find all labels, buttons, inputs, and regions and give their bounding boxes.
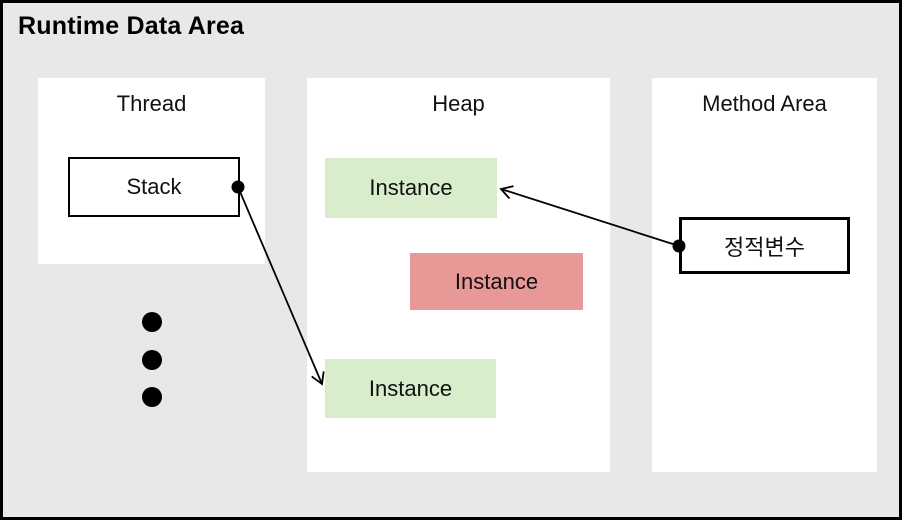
ellipsis-dot: [142, 312, 162, 332]
instance-top-label: Instance: [369, 175, 453, 200]
instance-node-middle: Instance: [410, 253, 583, 310]
panel-heap-title: Heap: [432, 91, 485, 116]
stack-node: Stack: [68, 157, 240, 217]
instance-middle-label: Instance: [454, 268, 539, 294]
panel-method-area-title: Method Area: [702, 91, 827, 116]
instance-node-top: Instance: [325, 158, 497, 218]
stack-label: Stack: [126, 174, 182, 199]
ellipsis-dot: [142, 387, 162, 407]
static-variable-label: 정적변수: [724, 234, 805, 260]
page-title: Runtime Data Area: [18, 12, 245, 40]
static-variable-node: 정적변수: [679, 217, 850, 274]
panel-thread-title: Thread: [116, 91, 187, 116]
panel-method-area: Method Area: [652, 78, 877, 472]
instance-bottom-label: Instance: [368, 375, 453, 401]
instance-node-bottom: Instance: [325, 359, 496, 418]
ellipsis-dot: [142, 350, 162, 370]
